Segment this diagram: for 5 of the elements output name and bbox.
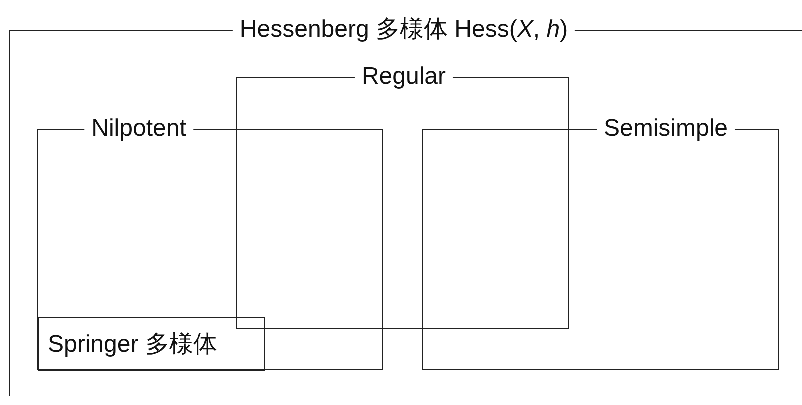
frame-title: Semisimple — [596, 116, 736, 142]
frame-title: Hessenberg 多様体 Hess(X, h) — [232, 17, 576, 43]
label-box: Springer 多様体 — [38, 317, 265, 371]
frame-title: Regular — [354, 64, 454, 90]
frame-title: Nilpotent — [84, 116, 194, 142]
